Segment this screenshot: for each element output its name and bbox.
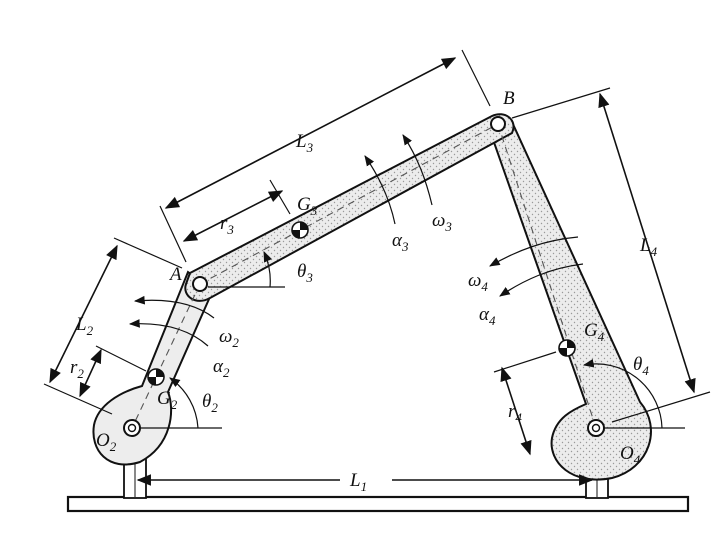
l3-dimension-line	[164, 57, 457, 209]
l3-extension-b	[461, 49, 491, 107]
r3-dimension-line	[182, 190, 284, 242]
pin-a	[192, 276, 208, 292]
label-theta4: θ4	[633, 354, 649, 378]
centerline-link-4	[497, 123, 597, 429]
r2-extension-g2	[95, 345, 147, 372]
label-omega2: ω2	[219, 326, 239, 350]
label-omega4: ω4	[468, 270, 488, 294]
pin-b	[490, 116, 506, 132]
pin-o4-inner	[591, 423, 601, 433]
pin-o2-inner	[127, 423, 137, 433]
omega2-arrow	[133, 295, 215, 319]
label-o4: O4	[620, 443, 641, 467]
label-b: B	[503, 88, 515, 109]
cg-g3-symbol	[291, 221, 309, 239]
cg-g4-symbol	[558, 339, 576, 357]
theta2-arc	[169, 377, 199, 429]
label-g4: G4	[584, 320, 605, 344]
label-l2: L2	[75, 314, 94, 338]
centerline-link-2	[131, 283, 201, 429]
label-theta3: θ3	[297, 261, 313, 285]
label-g2: G2	[157, 388, 178, 412]
theta3-arc	[263, 251, 272, 288]
label-alpha3: α3	[392, 230, 409, 254]
label-alpha2: α2	[213, 356, 230, 380]
label-l4: L4	[639, 235, 658, 259]
r4-extension-g4	[493, 351, 557, 373]
label-a: A	[168, 264, 182, 285]
alpha2-arrow	[128, 319, 209, 347]
label-r3: r3	[220, 213, 234, 237]
label-o2: O2	[96, 430, 117, 454]
cg-g2-symbol	[147, 368, 165, 386]
r4-dimension-line	[500, 366, 532, 456]
alpha4-arrow	[499, 263, 584, 297]
label-alpha4: α4	[479, 304, 496, 328]
l2-extension-o2	[43, 383, 113, 415]
omega4-arrow	[489, 236, 579, 267]
l2-extension-a	[113, 237, 183, 269]
ground-plate	[66, 495, 690, 513]
label-r2: r2	[70, 357, 84, 381]
r3-extension-g3	[269, 179, 291, 215]
label-omega3: ω3	[432, 210, 452, 234]
link-3	[184, 113, 515, 302]
l4-extension-b	[511, 87, 611, 119]
label-r4: r4	[508, 401, 522, 425]
label-l3: L3	[295, 131, 314, 155]
l2-dimension-line	[49, 244, 118, 384]
label-theta2: θ2	[202, 391, 218, 415]
label-g3: G3	[297, 194, 318, 218]
l4-dimension-line	[598, 92, 696, 394]
label-l1: L1	[349, 470, 367, 494]
l4-extension-o4	[611, 391, 711, 423]
l3-extension-a	[159, 205, 187, 263]
r2-dimension-line	[79, 348, 102, 398]
